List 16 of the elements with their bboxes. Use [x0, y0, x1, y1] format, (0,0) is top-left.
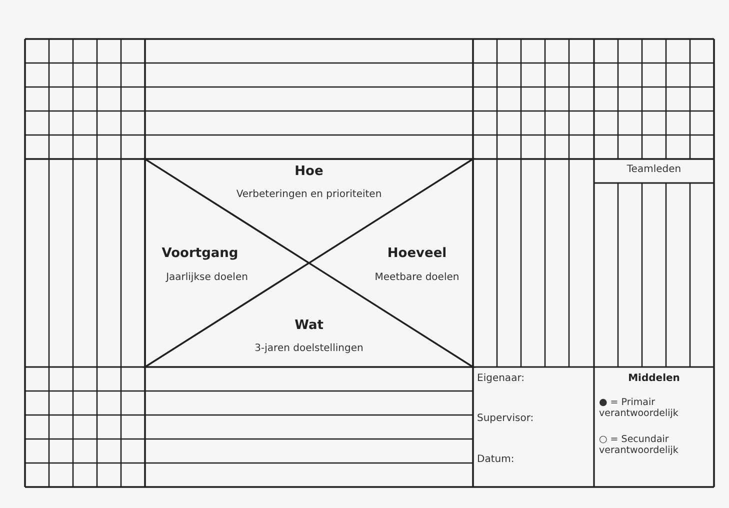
triangle-section [145, 263, 473, 367]
section-text: Jaarlijkse doelen [166, 272, 248, 284]
section-text: Supervisor: [477, 413, 534, 425]
section-text: ○ = Secundair verantwoordelijk [599, 434, 680, 457]
section-text: 3-jaren doelstellingen [254, 343, 364, 355]
section-text: Verbeteringen en prioriteiten [236, 189, 382, 201]
section-heading: Hoe [294, 164, 324, 180]
section-heading: Wat [294, 318, 324, 334]
section-text: Eigenaar: [477, 373, 524, 385]
section-text: Meetbare doelen [374, 272, 460, 284]
section-text: ● = Primair verantwoordelijk [599, 397, 680, 420]
section-text: Teamleden [626, 164, 682, 176]
section-text: Datum: [477, 454, 514, 466]
section-heading: Voortgang [162, 246, 238, 262]
section-heading: Hoeveel [387, 246, 447, 262]
section-heading: Middelen [628, 373, 680, 385]
